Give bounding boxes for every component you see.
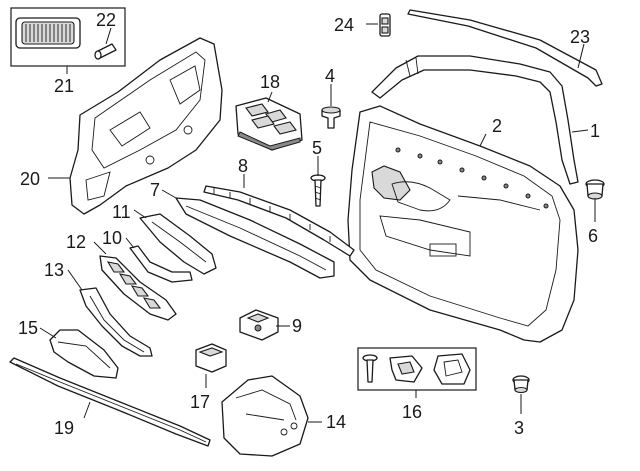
callout-14: 14 [326,412,346,432]
callout-labels: 1 2 3 4 5 6 7 8 9 10 11 12 13 14 15 16 1… [18,10,600,438]
part-24-clip [379,13,391,37]
callout-4: 4 [325,66,335,86]
callout-5: 5 [312,138,322,158]
callout-13: 13 [44,260,64,280]
callout-8: 8 [238,156,248,176]
callout-20: 20 [20,169,40,189]
part-20-door-carrier [69,37,223,215]
part-18-window-switch [235,97,303,151]
part-13-pocket-trim [79,287,153,357]
part-10-handle-insert [129,245,193,283]
callout-18: 18 [260,72,280,92]
part-16-box [357,347,477,391]
callout-9: 9 [292,316,302,336]
callout-1: 1 [590,121,600,141]
callout-6: 6 [588,226,598,246]
part-2-door-trim-panel [347,105,579,343]
callout-16: 16 [402,402,422,422]
callout-15: 15 [18,318,38,338]
callout-12: 12 [66,232,86,252]
callout-3: 3 [514,418,524,438]
part-19-lower-strip [9,357,211,447]
part-7-trim-strip [175,197,335,279]
part-3-grommet [512,375,530,394]
part-1-frame-seal [371,55,579,185]
part-23-weatherstrip [407,9,603,87]
callout-11: 11 [112,202,131,222]
callout-17: 17 [190,392,210,412]
part-11-pull-handle [139,213,217,275]
callout-10: 10 [102,228,122,248]
callout-2: 2 [492,116,502,136]
part-6-grommet [585,179,605,200]
part-9-mirror-switch [239,309,279,341]
part-12-switch-bezel [99,255,177,321]
part-17-switch [195,343,227,373]
callout-22: 22 [96,10,116,30]
part-8-retainer-strip [203,185,355,257]
part-15-map-pocket [49,329,119,379]
part-21-22-box [10,7,126,67]
part-4-push-clip [321,106,341,129]
part-5-screw [310,174,326,207]
callout-21: 21 [54,76,74,96]
callout-23: 23 [570,27,590,47]
callout-19: 19 [54,418,74,438]
part-14-trim-cover [221,375,309,457]
callout-24: 24 [334,15,354,35]
leader-lines [39,23,596,423]
callout-7: 7 [150,180,160,200]
